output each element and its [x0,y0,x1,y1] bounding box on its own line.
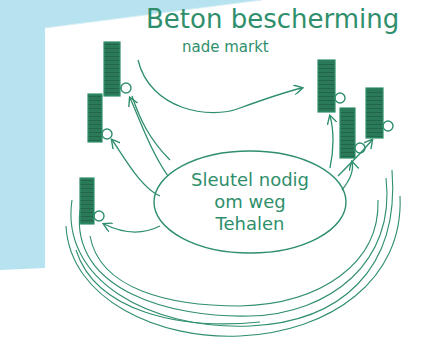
ellipse-text: Sleutel nodig om weg Tehalen [186,169,314,235]
key-ellipse: Sleutel nodig om weg Tehalen [153,150,347,254]
ellipse-shape [154,151,346,253]
note-label: nade markt [182,38,269,56]
scribble-loops [66,170,400,336]
sketch-title: Beton bescherming [146,4,399,34]
